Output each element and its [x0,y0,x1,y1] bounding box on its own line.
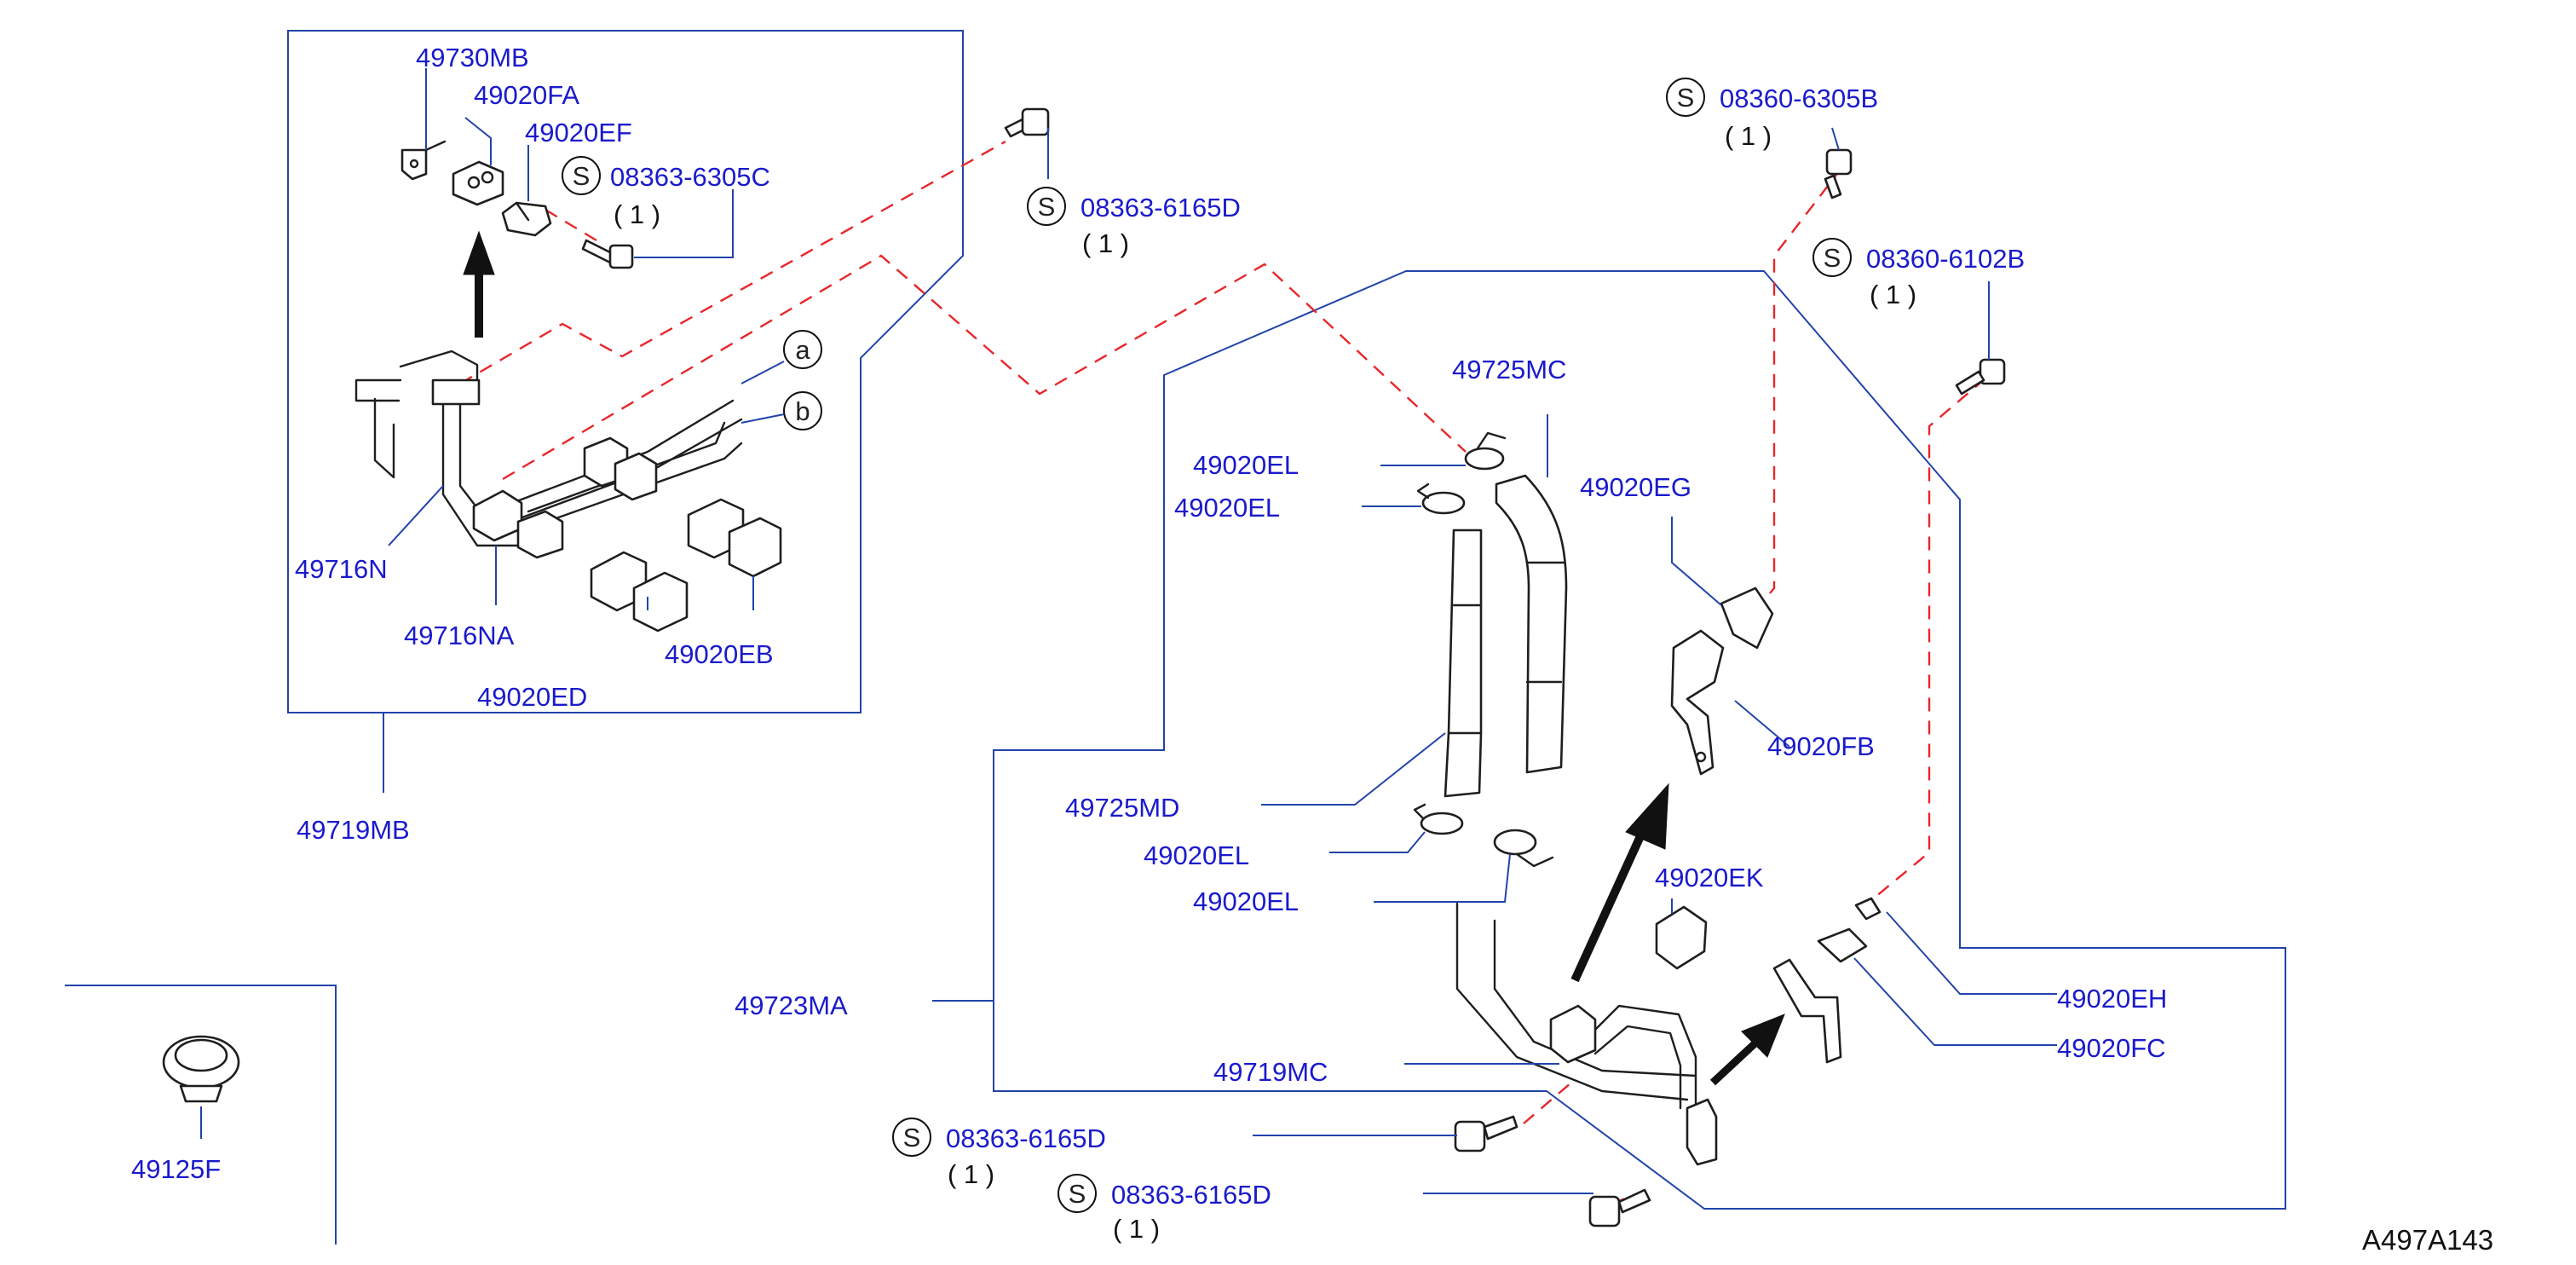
svg-text:a: a [795,335,810,365]
hose-clamp-49020el-b-icon [1416,482,1466,515]
label-49020el-3: 49020EL [1144,840,1249,870]
label-49020fa: 49020FA [474,80,579,110]
leader-lines [200,68,2057,1194]
clip-pair-49020eb-icon [590,498,782,632]
bolt-08360-6102b-icon [1955,358,2006,396]
hose-49725mc-icon [1495,474,1568,774]
hose-clamp-49020el-d-icon [1493,829,1554,868]
svg-text:( 1 ): ( 1 ) [614,199,660,229]
clip-49020eg-icon [1720,586,1774,650]
group-outlines [65,30,2286,1245]
direction-arrow-large-icon [1570,783,1669,983]
svg-text:S: S [903,1123,921,1152]
mating-lines [459,140,1986,1214]
label-49719mc: 49719MC [1213,1057,1328,1087]
tube-assembly-49719mc-icon [1455,902,1718,1166]
bolt-08363-6165d-low-icon [1588,1188,1651,1227]
bolt-callout-b2: S 08363-6165D ( 1 ) [1027,187,1241,258]
label-49020ek: 49020EK [1655,863,1764,892]
label-49725mc: 49725MC [1452,355,1566,384]
bracket-49020eh-icon [1854,897,1882,921]
hose-49725md-icon [1444,529,1483,798]
label-49020eh: 49020EH [2057,984,2167,1014]
bolt-08363-6165d-mid-icon [1454,1115,1519,1152]
svg-text:S: S [1824,243,1841,273]
bracket-49020fc-icon [1772,927,1868,1064]
svg-text:S: S [1038,192,1056,222]
label-49020fb: 49020FB [1767,731,1875,761]
part-labels: 49730MB 49020FA 49020EF 49716N 49716NA 4… [131,43,2167,1184]
label-49020eb: 49020EB [665,639,774,669]
bracket-49730mb-icon [401,140,447,181]
plug-49125f-icon [162,1035,240,1103]
bolt-callout-b1: S 08363-6305C ( 1 ) [562,156,770,229]
label-49723ma: 49723MA [735,991,848,1020]
label-49020ef: 49020EF [525,118,632,147]
hose-clamp-49020el-icon [1464,431,1507,471]
bolt-08363-6305c-icon [581,239,634,269]
label-49020el-1: 49020EL [1193,450,1299,480]
svg-text:( 1 ): ( 1 ) [1725,121,1772,151]
clip-49020ek-icon [1655,905,1708,970]
transmission-tube-assembly-icon [354,349,743,559]
direction-arrow-small-icon [1709,1014,1785,1086]
label-49020fc: 49020FC [2057,1033,2166,1063]
svg-text:( 1 ): ( 1 ) [948,1159,994,1189]
svg-text:S: S [1069,1179,1086,1209]
svg-text:08360-6102B: 08360-6102B [1866,244,2025,274]
svg-text:( 1 ): ( 1 ) [1082,228,1129,258]
bolt-callout-b3: S 08360-6305B ( 1 ) [1666,78,1878,151]
svg-text:( 1 ): ( 1 ) [1113,1214,1160,1244]
clip-49020fa-icon [452,160,504,206]
svg-text:( 1 ): ( 1 ) [1870,280,1916,309]
bolt-callout-b4: S 08360-6102B ( 1 ) [1812,238,2025,309]
label-49020el-2: 49020EL [1174,493,1280,523]
label-49020el-4: 49020EL [1193,887,1299,916]
ref-circle-b: b [741,391,822,430]
svg-text:S: S [573,161,591,191]
direction-arrow-icon [463,230,495,338]
svg-text:b: b [795,396,810,426]
clip-49020ef-icon [501,201,552,237]
svg-text:08360-6305B: 08360-6305B [1720,84,1878,113]
svg-text:08363-6305C: 08363-6305C [610,162,770,192]
label-49725md: 49725MD [1065,793,1179,823]
label-49716na: 49716NA [404,621,515,650]
svg-text:08363-6165D: 08363-6165D [1111,1180,1271,1210]
bolt-08363-6165d-top-icon [1004,107,1050,138]
svg-text:08363-6165D: 08363-6165D [1081,193,1241,222]
ref-circle-a: a [741,330,822,384]
bolt-callout-b6: S 08363-6165D ( 1 ) [1057,1174,1271,1244]
label-49020ed: 49020ED [477,682,587,712]
svg-text:08363-6165D: 08363-6165D [946,1123,1106,1153]
label-49719mb: 49719MB [297,815,410,845]
label-49716n: 49716N [295,554,388,584]
bolt-callout-b5: S 08363-6165D ( 1 ) [892,1118,1106,1189]
svg-text:S: S [1677,83,1695,113]
label-49020eg: 49020EG [1580,472,1691,502]
bolt-08360-6305b-icon [1824,148,1853,199]
label-49730mb: 49730MB [416,43,529,72]
figure-code: A497A143 [2362,1224,2493,1256]
hose-clamp-49020el-c-icon [1413,803,1464,835]
label-49125f: 49125F [131,1154,221,1184]
bracket-49020fb-icon [1670,629,1725,776]
